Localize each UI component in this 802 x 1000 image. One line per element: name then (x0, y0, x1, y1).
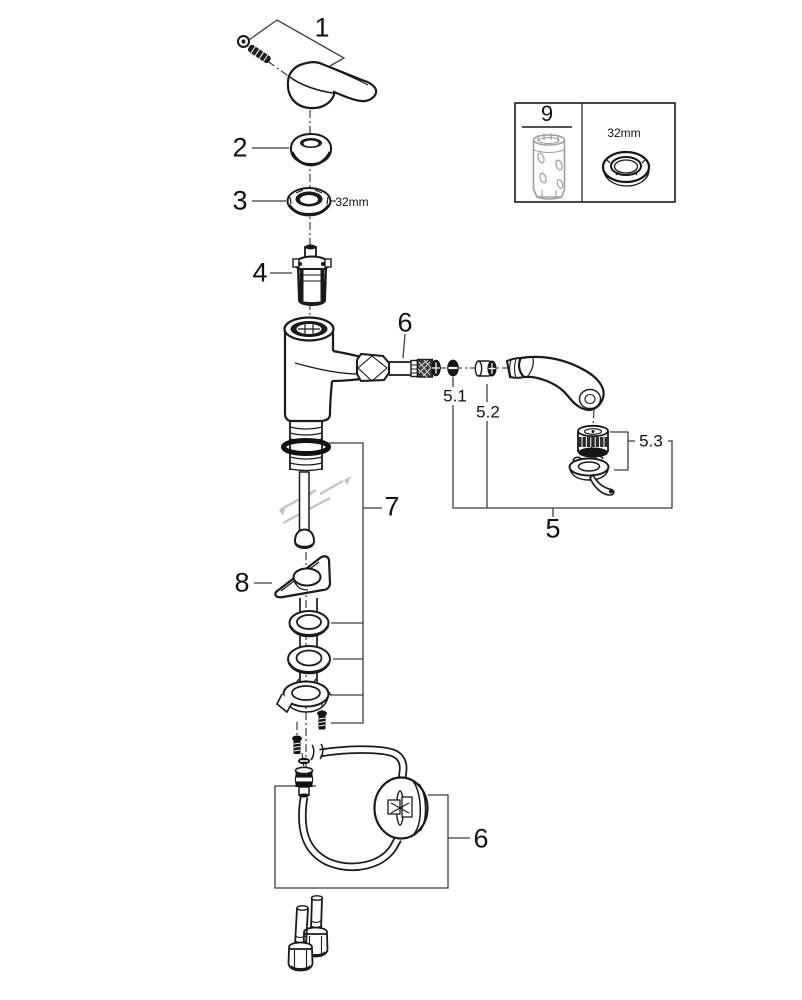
part-4-label: 4 (252, 257, 268, 288)
part-1-handle (286, 61, 378, 110)
part-9-label: 9 (540, 101, 554, 126)
service-kit-box (514, 102, 676, 203)
part-8-clamp-triangle (274, 555, 332, 599)
part-5-1-label: 5.1 (443, 386, 467, 406)
part-6-hose-label: 6 (473, 823, 489, 854)
part-5-3-label: 5.3 (639, 431, 663, 451)
part-4-cartridge (292, 244, 332, 307)
frame-part6 (274, 785, 449, 889)
part-1-screw (237, 35, 271, 64)
part-5-label: 5 (545, 513, 561, 544)
o-ring (281, 438, 331, 456)
washer-lower (287, 645, 331, 675)
part-3-label: 3 (232, 185, 248, 216)
leader-part1 (245, 19, 346, 67)
c-clip-ring (275, 678, 332, 714)
part-5-2-coupling (474, 360, 497, 377)
part-6-spout-tube (331, 349, 441, 383)
leader-part6-top (402, 333, 406, 359)
supply-hoses (287, 895, 329, 972)
part-5-3-flow-clip (568, 455, 615, 496)
pullout-hose (298, 743, 408, 872)
part-5-2-label: 5.2 (476, 402, 500, 422)
part-9-socket-tool (532, 133, 566, 200)
mounting-rod (293, 471, 316, 550)
part-5-spray-head (505, 355, 605, 411)
part-7-label: 7 (384, 491, 400, 522)
washer-upper (288, 610, 330, 638)
hose-end-fitting (294, 757, 314, 798)
part-5-1-washer (447, 359, 459, 377)
part-6-spout-label: 6 (397, 307, 413, 338)
hose-weight-ball (373, 776, 429, 840)
faucet-body (281, 316, 359, 472)
part-9-size-label: 32mm (607, 126, 641, 140)
bracket-part5-3 (610, 431, 629, 471)
mounting-surface-sketch (279, 476, 351, 524)
part-8-label: 8 (234, 567, 250, 598)
mounting-screws (292, 710, 327, 754)
bracket-part5 (452, 405, 673, 509)
bracket-part7 (329, 442, 364, 724)
part-2-label: 2 (232, 132, 248, 163)
part-9-ring (601, 150, 651, 187)
part-3-nut (286, 187, 332, 217)
part-3-size-label: 32mm (335, 195, 369, 209)
part-1-label: 1 (314, 12, 330, 43)
part-2-dome-cap (289, 132, 333, 167)
leader-lines (245, 19, 673, 889)
part-5-3-mousseur (577, 424, 609, 458)
